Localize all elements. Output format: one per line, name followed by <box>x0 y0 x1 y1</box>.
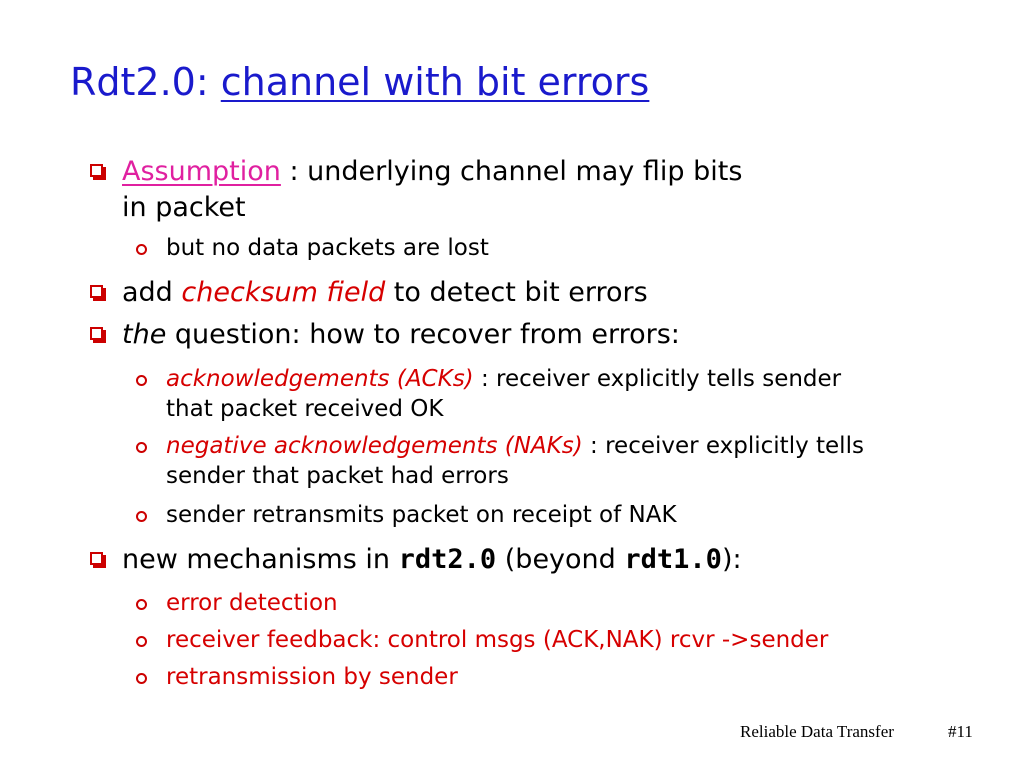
mechanisms-post: ): <box>721 544 742 575</box>
code-rdt20: rdt2.0 <box>398 544 497 575</box>
bullet-checksum: add checksum field to detect bit errors <box>122 276 648 310</box>
circle-bullet-icon <box>136 442 147 453</box>
circle-bullet-icon <box>136 244 147 255</box>
footer-label: Reliable Data Transfer <box>740 722 894 741</box>
sub-bullet-naks: negative acknowledgements (NAKs) : recei… <box>166 431 864 461</box>
code-rdt10: rdt1.0 <box>624 544 722 575</box>
sub-bullet-retransmit: sender retransmits packet on receipt of … <box>166 502 677 528</box>
sub-bullet-acks: acknowledgements (ACKs) : receiver expli… <box>166 364 841 394</box>
footer-page-number: #11 <box>948 722 973 741</box>
mechanisms-mid: (beyond <box>496 544 625 575</box>
square-bullet-icon <box>90 164 103 177</box>
circle-bullet-icon <box>136 599 147 610</box>
bullet-assumption: Assumption : underlying channel may flip… <box>122 155 742 189</box>
checksum-pre: add <box>122 277 182 308</box>
sub-bullet-naks-continued: sender that packet had errors <box>166 463 509 489</box>
acks-text: : receiver explicitly tells sender <box>473 366 842 392</box>
naks-term: negative acknowledgements (NAKs) <box>166 433 583 459</box>
question-term: the <box>122 319 167 350</box>
assumption-text: : underlying channel may flip bits <box>280 156 743 187</box>
assumption-term[interactable]: Assumption <box>122 156 281 187</box>
sub-bullet-error-detection: error detection <box>166 590 338 616</box>
circle-bullet-icon <box>136 673 147 684</box>
circle-bullet-icon <box>136 636 147 647</box>
square-bullet-icon <box>90 552 103 565</box>
sub-bullet-retransmission: retransmission by sender <box>166 664 458 690</box>
sub-bullet-acks-continued: that packet received OK <box>166 396 444 422</box>
checksum-post: to detect bit errors <box>385 277 648 308</box>
mechanisms-pre: new mechanisms in <box>122 544 399 575</box>
title-prefix: Rdt2.0: <box>70 60 221 104</box>
bullet-question: the question: how to recover from errors… <box>122 318 680 352</box>
circle-bullet-icon <box>136 511 147 522</box>
title-underlined: channel with bit errors <box>220 60 650 104</box>
acks-term: acknowledgements (ACKs) <box>166 366 474 392</box>
naks-text: : receiver explicitly tells <box>582 433 864 459</box>
bullet-assumption-continued: in packet <box>122 192 246 223</box>
sub-bullet-no-loss: but no data packets are lost <box>166 235 489 261</box>
square-bullet-icon <box>90 327 103 340</box>
question-text: question: how to recover from errors: <box>166 319 680 350</box>
sub-bullet-receiver-feedback: receiver feedback: control msgs (ACK,NAK… <box>166 627 829 653</box>
slide-title: Rdt2.0: channel with bit errors <box>70 60 649 106</box>
circle-bullet-icon <box>136 375 147 386</box>
bullet-mechanisms: new mechanisms in rdt2.0 (beyond rdt1.0)… <box>122 543 742 577</box>
square-bullet-icon <box>90 285 103 298</box>
checksum-term: checksum field <box>181 277 386 308</box>
